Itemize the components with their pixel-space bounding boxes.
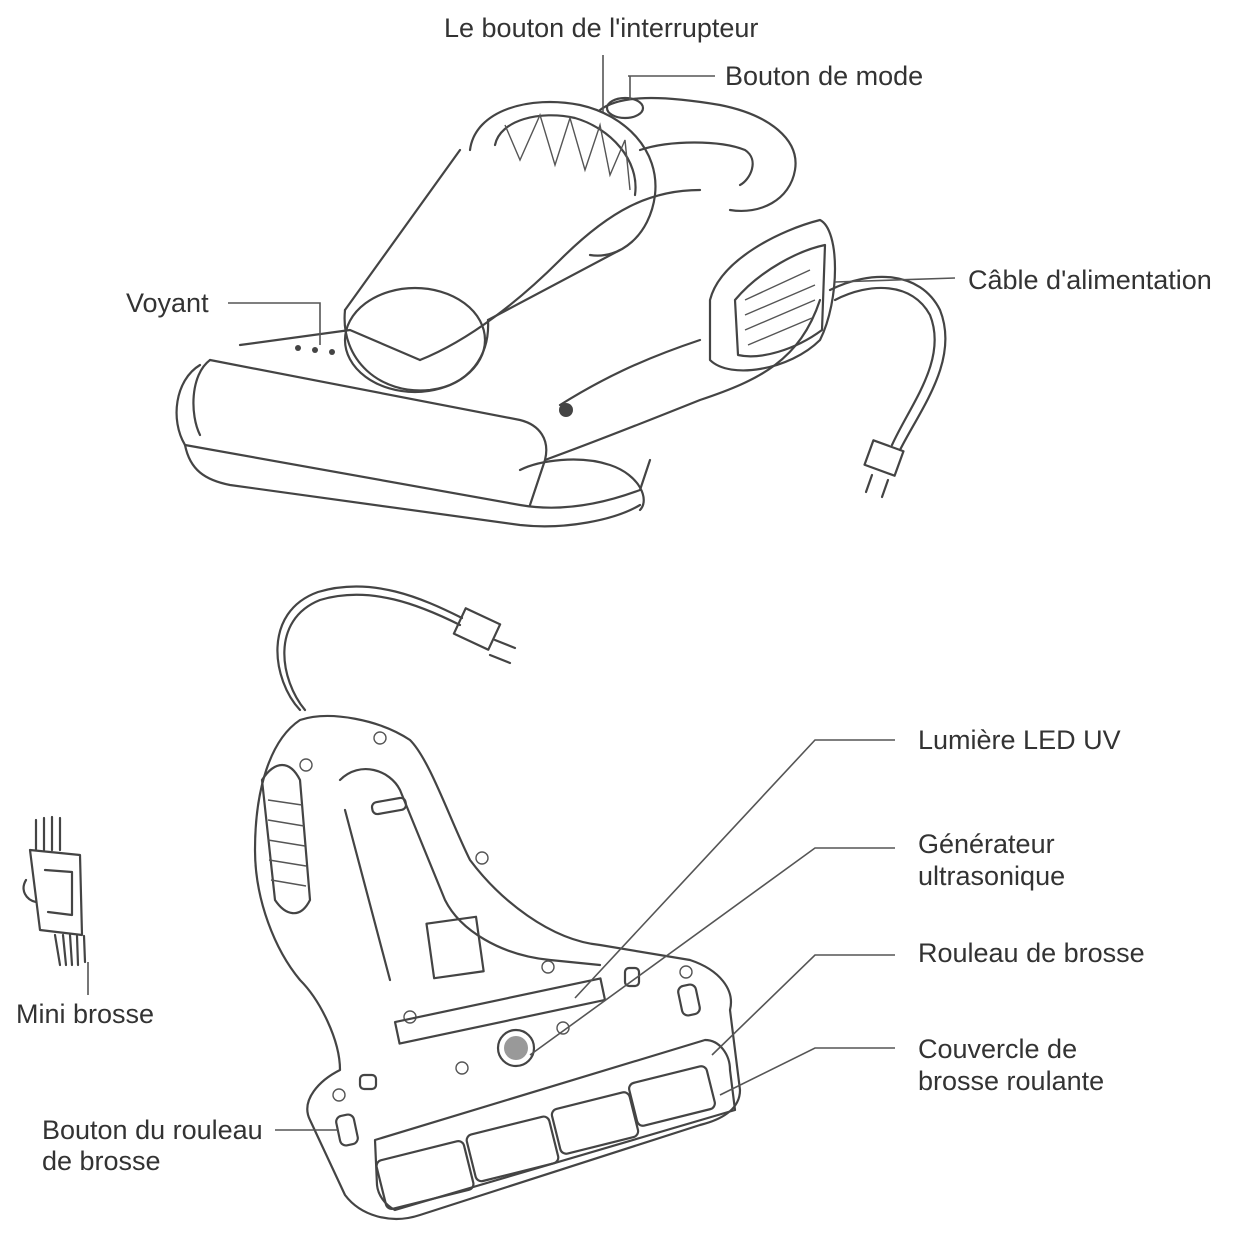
mini-brush-illustration	[22, 815, 89, 995]
label-mode-button: Bouton de mode	[725, 61, 924, 91]
label-power-button: Le bouton de l'interrupteur	[444, 13, 759, 43]
side-vent	[708, 218, 837, 372]
brush-roller-area	[373, 1038, 737, 1212]
label-ultrasonic-line1: Générateur	[918, 829, 1055, 859]
roller-button-left	[335, 1113, 359, 1147]
filter-ring	[468, 100, 657, 257]
roller-button-right	[677, 983, 701, 1017]
label-ultrasonic-line2: ultrasonique	[918, 861, 1066, 891]
label-uv-led: Lumière LED UV	[918, 725, 1121, 755]
label-roller-button-line2: de brosse	[42, 1146, 161, 1176]
power-button-shape	[605, 96, 645, 120]
leader-lines-top	[228, 55, 956, 345]
bottom-cable	[283, 593, 462, 712]
power-cable	[828, 275, 947, 452]
label-indicator: Voyant	[126, 288, 209, 318]
label-mini-brush: Mini brosse	[16, 999, 155, 1029]
plug-bottom	[452, 607, 502, 651]
label-roller-cover-line2: brosse roulante	[918, 1066, 1105, 1096]
label-roller-cover-line1: Couvercle de	[918, 1034, 1078, 1064]
label-roller-button-line1: Bouton du rouleau	[42, 1115, 263, 1145]
label-power-cable: Câble d'alimentation	[968, 265, 1212, 295]
leader-lines-bottom	[275, 739, 895, 1131]
ultrasonic-grill	[496, 1028, 536, 1068]
handle	[598, 96, 797, 213]
plug-top	[863, 439, 905, 477]
bottom-body	[253, 714, 742, 1220]
vacuum-head-base	[175, 363, 652, 509]
vacuum-top-view	[175, 96, 947, 528]
vacuum-bottom-view	[253, 585, 742, 1220]
vacuum-body	[543, 298, 822, 462]
label-brush-roller: Rouleau de brosse	[918, 938, 1145, 968]
uv-led-slot	[393, 977, 607, 1045]
